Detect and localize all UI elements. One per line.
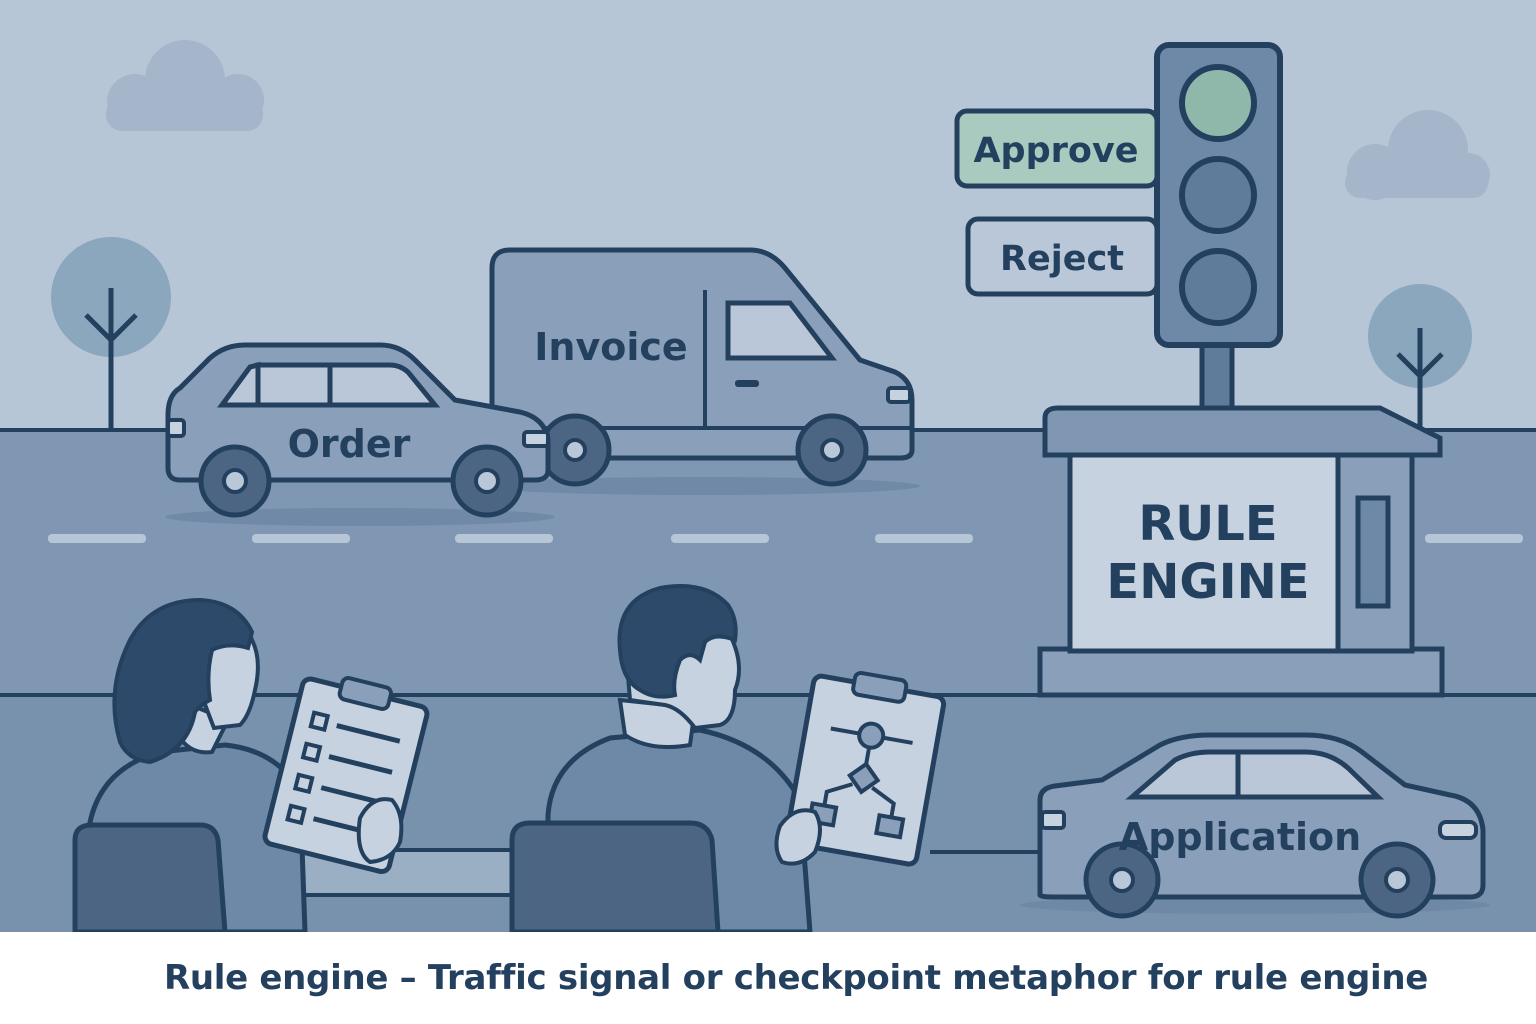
amber-light-icon: [1179, 156, 1257, 234]
checkbox-icon: [285, 803, 307, 826]
rule-engine-booth: RULE ENGINE: [1037, 405, 1445, 698]
cloud-right: [1345, 110, 1490, 200]
caption-text: Rule engine – Traffic signal or checkpoi…: [163, 958, 1429, 998]
approve-label: Approve: [973, 131, 1138, 171]
caption-bar: Rule engine – Traffic signal or checkpoi…: [0, 932, 1536, 1024]
person-man: [509, 584, 947, 932]
traffic-light: [1154, 42, 1283, 415]
tree-left: [51, 237, 171, 430]
red-light-icon: [1179, 248, 1257, 326]
reject-sign: Reject: [965, 216, 1160, 297]
booth-title-line2: ENGINE: [1106, 554, 1309, 610]
car-label: Order: [288, 422, 411, 466]
flowchart-node-icon: [857, 721, 886, 750]
checkbox-icon: [292, 772, 315, 795]
checkbox-icon: [300, 741, 323, 764]
application-sedan: Application: [930, 732, 1490, 919]
tree-right: [1368, 284, 1472, 430]
lane-markings: [48, 534, 1523, 543]
rule-engine-illustration: Approve Reject RULE ENGINE Invoice: [0, 0, 1536, 932]
booth-title-line1: RULE: [1138, 496, 1277, 552]
van-label: Invoice: [534, 325, 687, 369]
order-car: Order: [165, 342, 555, 526]
reject-label: Reject: [1000, 239, 1124, 279]
sedan-label: Application: [1119, 815, 1361, 859]
flowchart-clipboard: [784, 670, 947, 867]
approve-sign: Approve: [954, 108, 1160, 189]
green-light-icon: [1179, 64, 1257, 142]
person-woman: [72, 597, 430, 932]
booth-door: [1355, 495, 1391, 609]
checkbox-icon: [308, 710, 331, 733]
cloud-left: [106, 40, 264, 131]
